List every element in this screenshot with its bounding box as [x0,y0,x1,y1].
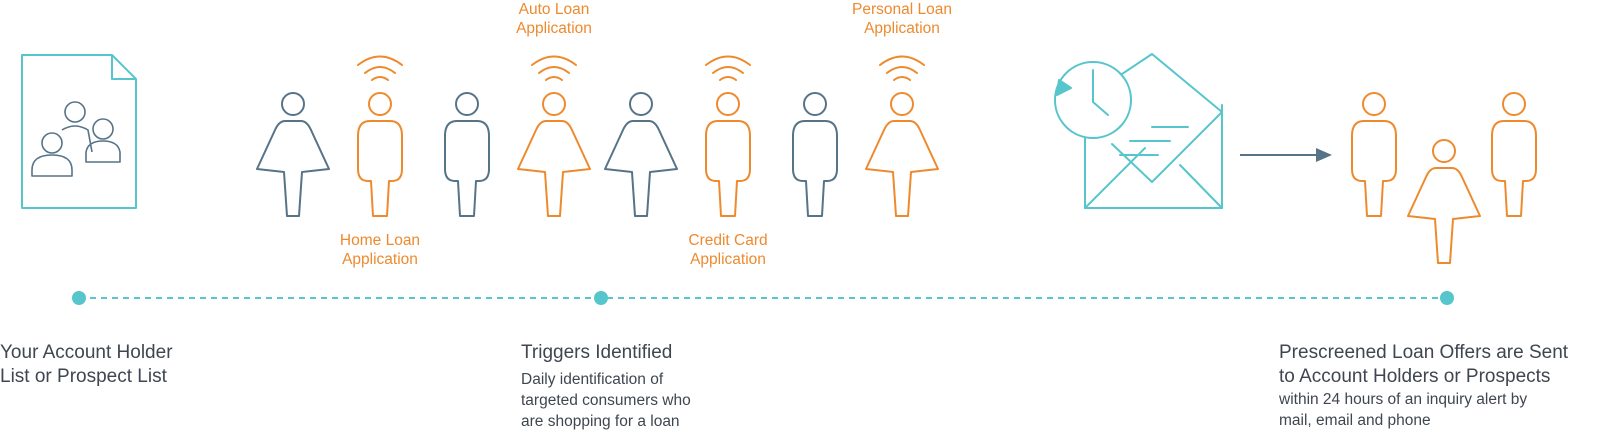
timeline-dot [594,291,608,305]
desc-line: targeted consumers who [521,392,691,409]
label-line: Personal Loan [852,1,952,18]
scheduled-mail-icon [1054,53,1223,209]
signal-waves-icon [357,55,403,81]
consumer-icon [444,92,490,217]
step-title: Your Account Holder List or Prospect Lis… [0,341,173,389]
step-title: Prescreened Loan Offers are Sent to Acco… [1279,341,1568,389]
label-line: Auto Loan [518,1,590,18]
auto-loan-label: Auto Loan Application [494,0,614,38]
home-loan-label: Home Loan Application [320,231,440,269]
step-offers-caption: Prescreened Loan Offers are Sent to Acco… [1279,341,1568,431]
recipient-icon [1491,92,1537,217]
signal-waves-icon [705,55,751,81]
step-title: Triggers Identified [521,341,691,365]
step-account-list-caption: Your Account Holder List or Prospect Lis… [0,341,173,389]
label-line: Application [342,251,418,268]
applicant-icon [865,92,939,217]
timeline-dot [72,291,86,305]
signal-waves-icon [531,55,577,81]
label-line: Application [516,20,592,37]
desc-line: mail, email and phone [1279,412,1431,429]
label-line: Application [690,251,766,268]
recipient-icon [1407,139,1481,264]
personal-loan-label: Personal Loan Application [832,0,972,38]
applicant-icon [357,92,403,217]
signal-waves-icon [879,55,925,81]
consumer-icon [256,92,330,217]
step-description: within 24 hours of an inquiry alert by m… [1279,389,1568,431]
title-line: Prescreened Loan Offers are Sent [1279,342,1569,363]
timeline-dot [1440,291,1454,305]
label-line: Home Loan [339,232,421,249]
consumer-icon [604,92,678,217]
consumer-icon [792,92,838,217]
title-line: List or Prospect List [0,366,167,387]
step-description: Daily identification of targeted consume… [521,369,691,432]
label-line: Application [864,20,940,37]
credit-card-label: Credit Card Application [668,231,788,269]
title-line: Your Account Holder [0,342,173,363]
desc-line: Daily identification of [521,371,664,388]
right-arrow-icon [1240,148,1332,162]
account-list-document-icon [21,54,137,209]
recipient-icon [1351,92,1397,217]
title-line: to Account Holders or Prospects [1279,366,1551,387]
applicant-icon [705,92,751,217]
step-triggers-caption: Triggers Identified Daily identification… [521,341,691,432]
desc-line: within 24 hours of an inquiry alert by [1279,391,1528,408]
desc-line: are shopping for a loan [521,413,680,430]
applicant-icon [517,92,591,217]
title-line: Triggers Identified [521,342,673,363]
label-line: Credit Card [688,232,768,249]
